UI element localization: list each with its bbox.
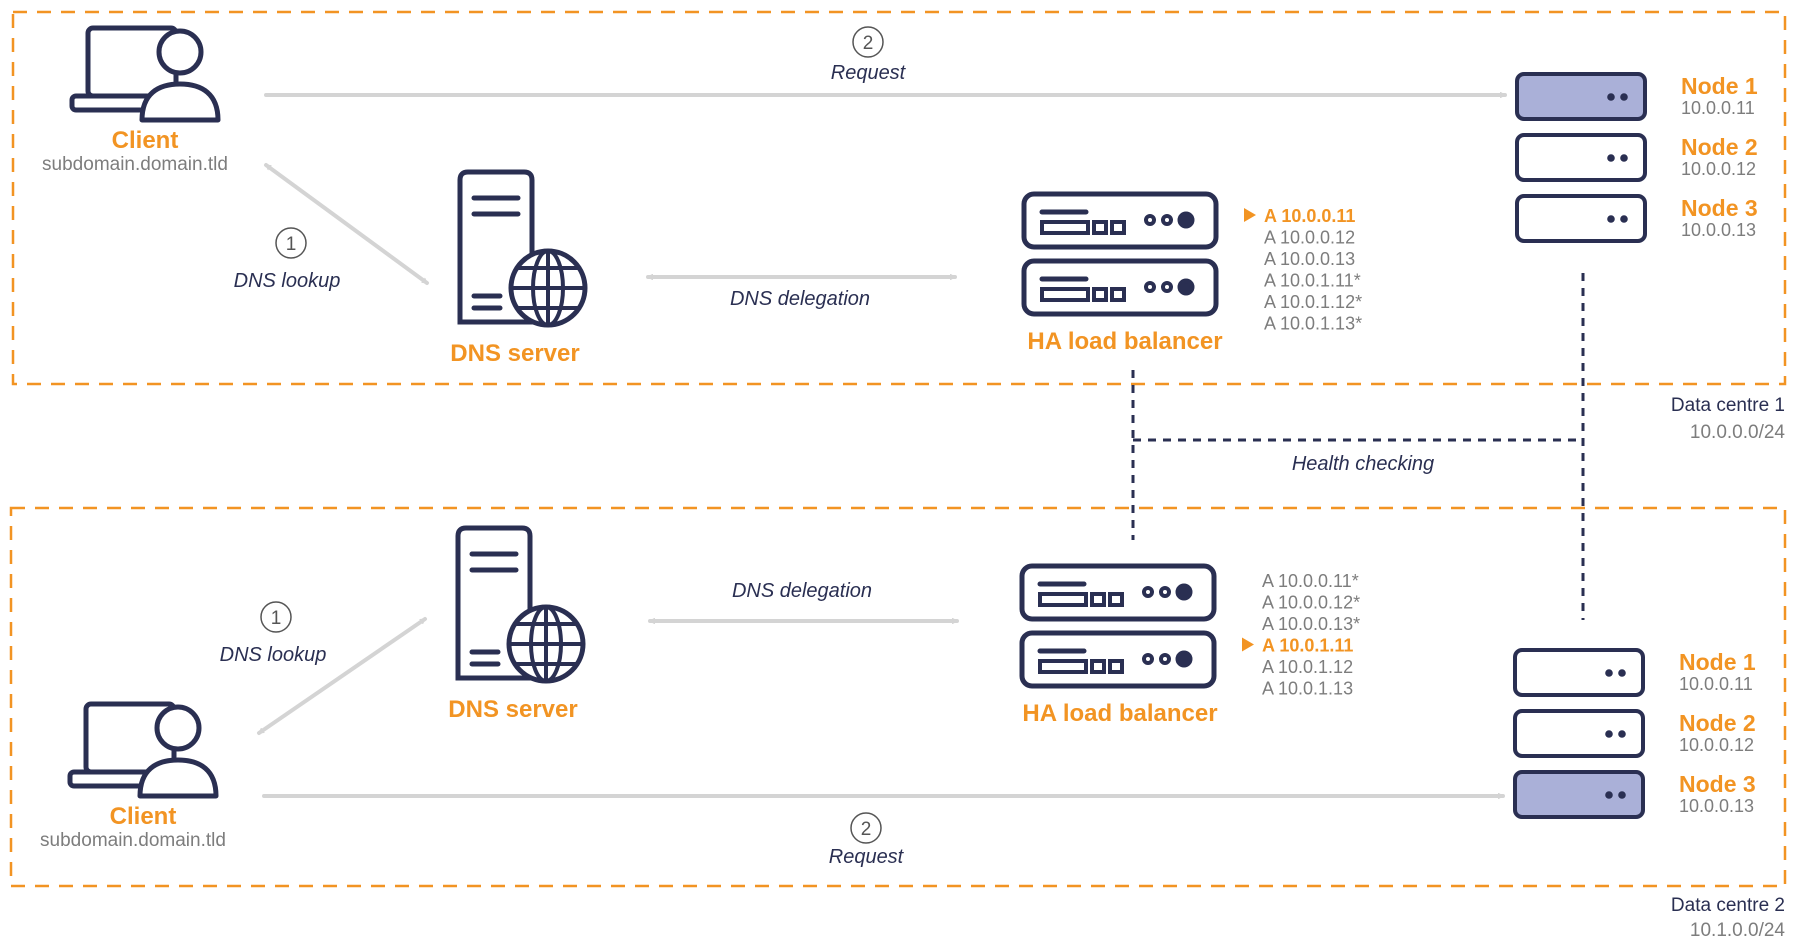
node-led-icon — [1605, 730, 1613, 738]
dc2-load-balancer-icon — [1019, 563, 1217, 689]
node-ip: 10.0.0.12 — [1681, 159, 1756, 179]
node-led-icon — [1607, 154, 1615, 162]
node-led-icon — [1620, 93, 1628, 101]
dc1-dns-server-label: DNS server — [450, 340, 579, 367]
node-led-icon — [1607, 93, 1615, 101]
dns-record: A 10.0.0.12* — [1262, 593, 1360, 613]
dns-record: A 10.0.1.11* — [1264, 271, 1361, 291]
node-ip: 10.0.0.11 — [1679, 674, 1753, 694]
dc2-load-balancer-label: HA load balancer — [1022, 700, 1217, 727]
active-record-pointer-icon — [1242, 637, 1254, 652]
dns-record: A 10.0.0.13 — [1264, 249, 1355, 269]
node-led-icon — [1605, 669, 1613, 677]
node-server-icon — [1515, 72, 1647, 121]
node-server-icon — [1513, 648, 1645, 697]
dns-record: A 10.0.1.11 — [1262, 636, 1353, 656]
node-led-icon — [1618, 730, 1626, 738]
dc2-dns-records: A 10.0.0.11*A 10.0.0.12*A 10.0.0.13*A 10… — [1242, 571, 1360, 699]
health-check-lines — [1131, 273, 1585, 620]
dc1-load-balancer-icon — [1021, 191, 1219, 317]
dc2-request-label: Request — [829, 846, 905, 868]
dns-record: A 10.0.1.12 — [1262, 657, 1353, 677]
data-centre-1-boundary — [11, 10, 1787, 386]
node-server-icon — [1515, 194, 1647, 243]
node-ip: 10.0.0.13 — [1679, 796, 1754, 816]
dc1-name: Data centre 1 — [1671, 395, 1785, 416]
dns-record: A 10.0.1.13* — [1264, 314, 1362, 334]
dc2-step1-num: 1 — [271, 608, 282, 629]
node-led-icon — [1618, 791, 1626, 799]
node-server-icon — [1513, 770, 1645, 819]
node-ip: 10.0.0.11 — [1681, 98, 1755, 118]
client-laptop-user-icon — [69, 25, 221, 123]
dc2-subnet: 10.1.0.0/24 — [1690, 920, 1786, 939]
dc1-dns-delegation-label: DNS delegation — [730, 288, 870, 310]
dc1-subnet: 10.0.0.0/24 — [1690, 422, 1786, 443]
node-led-icon — [1607, 215, 1615, 223]
dc2-step2-circle — [850, 812, 882, 844]
dc2-dns-lookup-label: DNS lookup — [220, 644, 327, 666]
dns-record: A 10.0.0.11 — [1264, 206, 1355, 226]
dc1-dns-records: A 10.0.0.11A 10.0.0.12A 10.0.0.13A 10.0.… — [1244, 206, 1362, 334]
dc1-request-label: Request — [831, 62, 907, 84]
node-led-icon — [1605, 791, 1613, 799]
dc1-dns-server-icon — [457, 169, 588, 328]
node-name: Node 3 — [1681, 195, 1758, 221]
dns-record: A 10.0.1.12* — [1264, 292, 1362, 312]
node-name: Node 2 — [1681, 134, 1758, 160]
dc2-client-host: subdomain.domain.tld — [40, 830, 226, 851]
dc2-step1-circle — [260, 601, 292, 633]
dc2-dns-server-icon — [455, 525, 586, 684]
dc1-step1-circle — [275, 227, 307, 259]
active-record-pointer-icon — [1244, 208, 1256, 222]
dc1-client-label: Client — [112, 127, 179, 154]
dc2-step2-num: 2 — [861, 819, 872, 840]
node-server-icon — [1515, 133, 1647, 182]
dc1-step2-num: 2 — [863, 33, 874, 54]
dc2-dns-server-label: DNS server — [448, 696, 577, 723]
node-led-icon — [1620, 215, 1628, 223]
dc1-step1-num: 1 — [286, 234, 297, 255]
node-name: Node 1 — [1679, 649, 1756, 675]
node-name: Node 2 — [1679, 710, 1756, 736]
node-led-icon — [1620, 154, 1628, 162]
node-ip: 10.0.0.13 — [1681, 220, 1756, 240]
dns-record: A 10.0.0.13* — [1262, 614, 1360, 634]
dc2-dns-lookup-arrow — [257, 617, 427, 735]
dc1-load-balancer-label: HA load balancer — [1027, 328, 1222, 355]
dc2-dns-delegation-label: DNS delegation — [732, 580, 872, 602]
dc2-client-label: Client — [110, 803, 177, 830]
health-checking-label: Health checking — [1292, 453, 1434, 475]
data-centre-2-boundary — [9, 506, 1787, 888]
dns-record: A 10.0.1.13 — [1262, 679, 1353, 699]
node-ip: 10.0.0.12 — [1679, 735, 1754, 755]
dc1-step2-circle — [852, 26, 884, 58]
dc1-dns-lookup-arrow — [264, 163, 429, 285]
node-led-icon — [1618, 669, 1626, 677]
dc1-dns-lookup-label: DNS lookup — [234, 270, 341, 292]
dc1-client-host: subdomain.domain.tld — [42, 154, 228, 175]
dns-record: A 10.0.0.12 — [1264, 228, 1355, 248]
node-name: Node 1 — [1681, 73, 1758, 99]
dc2-name: Data centre 2 — [1671, 895, 1785, 916]
node-name: Node 3 — [1679, 771, 1756, 797]
client-laptop-user-icon — [67, 701, 219, 799]
node-server-icon — [1513, 709, 1645, 758]
dns-record: A 10.0.0.11* — [1262, 571, 1359, 591]
